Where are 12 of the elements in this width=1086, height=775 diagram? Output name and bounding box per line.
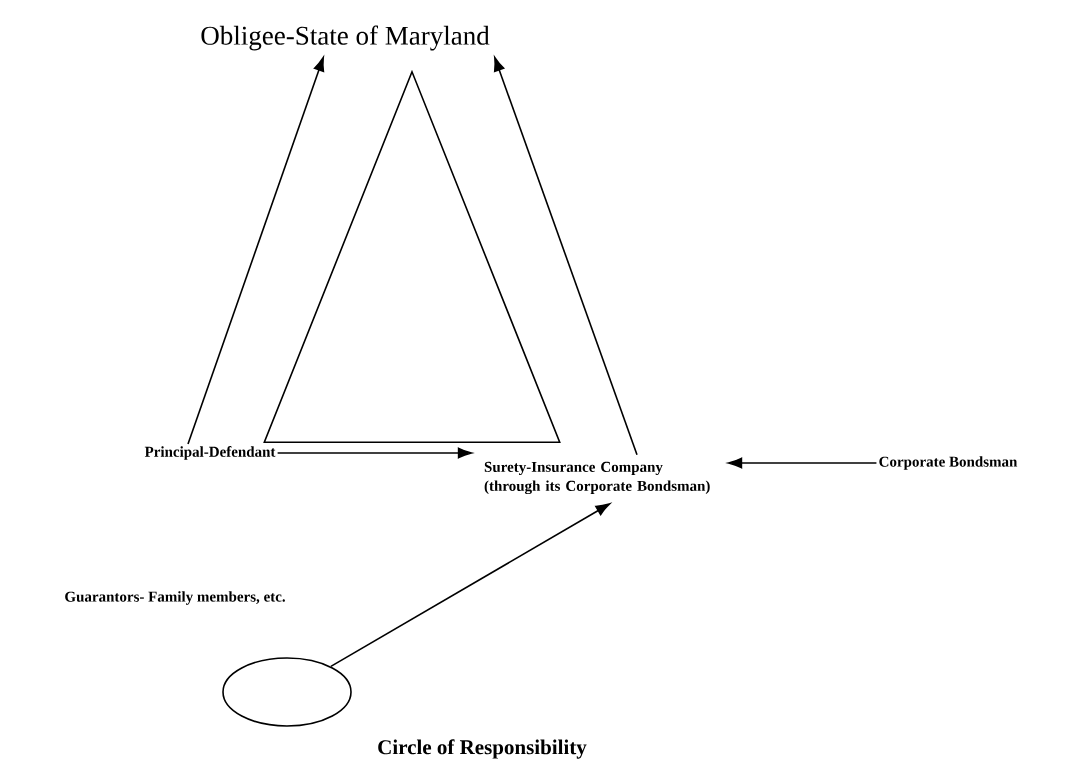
node-label: Corporate Bondsman bbox=[879, 456, 1018, 470]
caption: Circle of Responsibility bbox=[378, 739, 587, 759]
arrow bbox=[493, 56, 638, 456]
title-text: Obligee-State of Maryland bbox=[201, 25, 490, 51]
node-label: Surety-Insurance Company (through its Corporate Bondsman) bbox=[484, 461, 710, 495]
arrow bbox=[276, 447, 473, 459]
arrow bbox=[727, 457, 878, 469]
beside-text: Guarantors- Family members, etc. bbox=[65, 591, 285, 605]
ellipse bbox=[222, 657, 352, 727]
arrow bbox=[330, 503, 611, 668]
node-label: Principal-Defendant bbox=[144, 446, 276, 460]
arrow bbox=[187, 57, 325, 445]
